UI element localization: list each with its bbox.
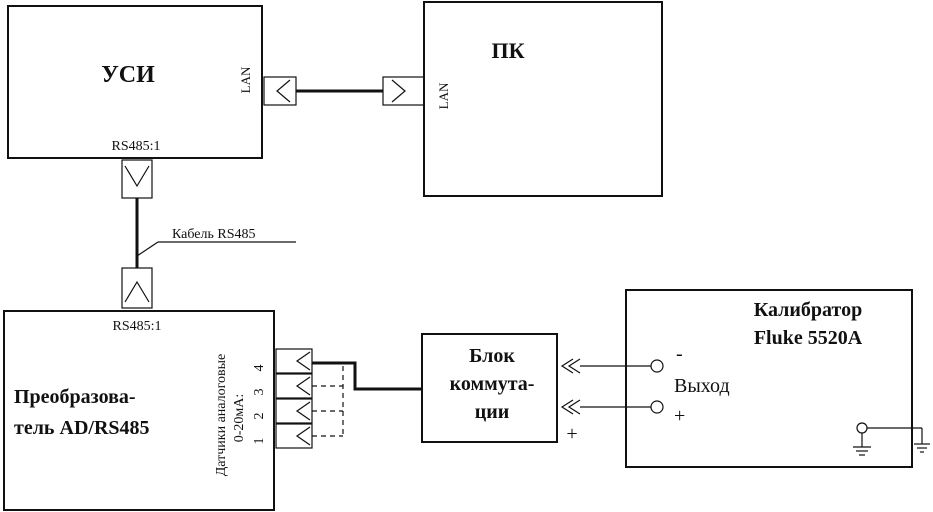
channel-2-connector-icon [275, 398, 313, 424]
switch-to-calibrator-wiring [560, 358, 651, 415]
converter-title-line1: Преобразова- [14, 386, 136, 408]
calibrator-title-line1: Калибратор [754, 299, 862, 321]
converter-block: RS485:1 Преобразова- тель AD/RS485 Датчи… [3, 310, 275, 511]
usi-lan-label: LAN [238, 66, 253, 93]
converter-to-switch-wiring [312, 361, 422, 437]
channel-3-label: 3 [252, 389, 267, 396]
minus-terminal-icon [650, 359, 664, 373]
rs485-link: Кабель RS485 [121, 159, 296, 309]
calibrator-title-line2: Fluke 5520A [754, 327, 863, 349]
internal-ground-icon [853, 422, 871, 456]
channel-1-connector-icon [275, 423, 313, 449]
converter-rs485-label: RS485:1 [112, 319, 161, 334]
pc-frame [423, 1, 663, 197]
sensors-label-line2: 0-20мА: [232, 394, 247, 443]
calibrator-frame [625, 289, 913, 468]
channel-connectors [275, 348, 313, 449]
pc-block: ПК LAN [423, 1, 663, 197]
sensors-label-line1: Датчики аналоговые [214, 354, 229, 477]
switch-plus-label: + [566, 423, 577, 445]
lan-link [263, 76, 425, 106]
calibrator-plus-label: + [674, 405, 685, 427]
usi-frame [7, 5, 263, 159]
pc-lan-connector-icon [382, 76, 425, 106]
switch-title-line2: коммута- [450, 373, 535, 395]
external-ground-icon [914, 428, 930, 453]
cable-label: Кабель RS485 [172, 227, 256, 242]
plus-input-chevron-icon [560, 399, 581, 415]
usi-rs485-connector-icon [121, 159, 153, 199]
converter-rs485-connector-icon [121, 267, 153, 309]
converter-title-line2: тель AD/RS485 [14, 417, 150, 439]
calibrator-output-label: Выход [674, 375, 730, 397]
usi-rs485-label: RS485:1 [111, 139, 160, 154]
usi-lan-connector-icon [263, 76, 297, 106]
cable-leader-line [136, 241, 159, 257]
channel-4-connector-icon [275, 348, 313, 374]
plus-terminal-icon [650, 400, 664, 414]
switch-frame [421, 333, 558, 443]
channel-3-connector-icon [275, 373, 313, 399]
channel-2-label: 2 [252, 413, 267, 420]
pc-title: ПК [491, 38, 524, 63]
switch-title-line3: ции [475, 401, 510, 423]
pc-lan-label: LAN [436, 82, 451, 109]
converter-frame [3, 310, 275, 511]
usi-title: УСИ [101, 62, 155, 88]
calibrator-minus-label: - [676, 343, 683, 365]
usi-block: УСИ LAN RS485:1 [7, 5, 263, 159]
channel-4-active-wire [312, 361, 422, 391]
calibrator-block: Калибратор Fluke 5520A - Выход + [625, 289, 922, 468]
channel-4-label: 4 [252, 365, 267, 372]
channel-1-label: 1 [252, 438, 267, 445]
switch-block: Блок коммута- ции + [421, 333, 578, 445]
switch-title-line1: Блок [469, 345, 515, 367]
minus-input-chevron-icon [560, 358, 581, 374]
